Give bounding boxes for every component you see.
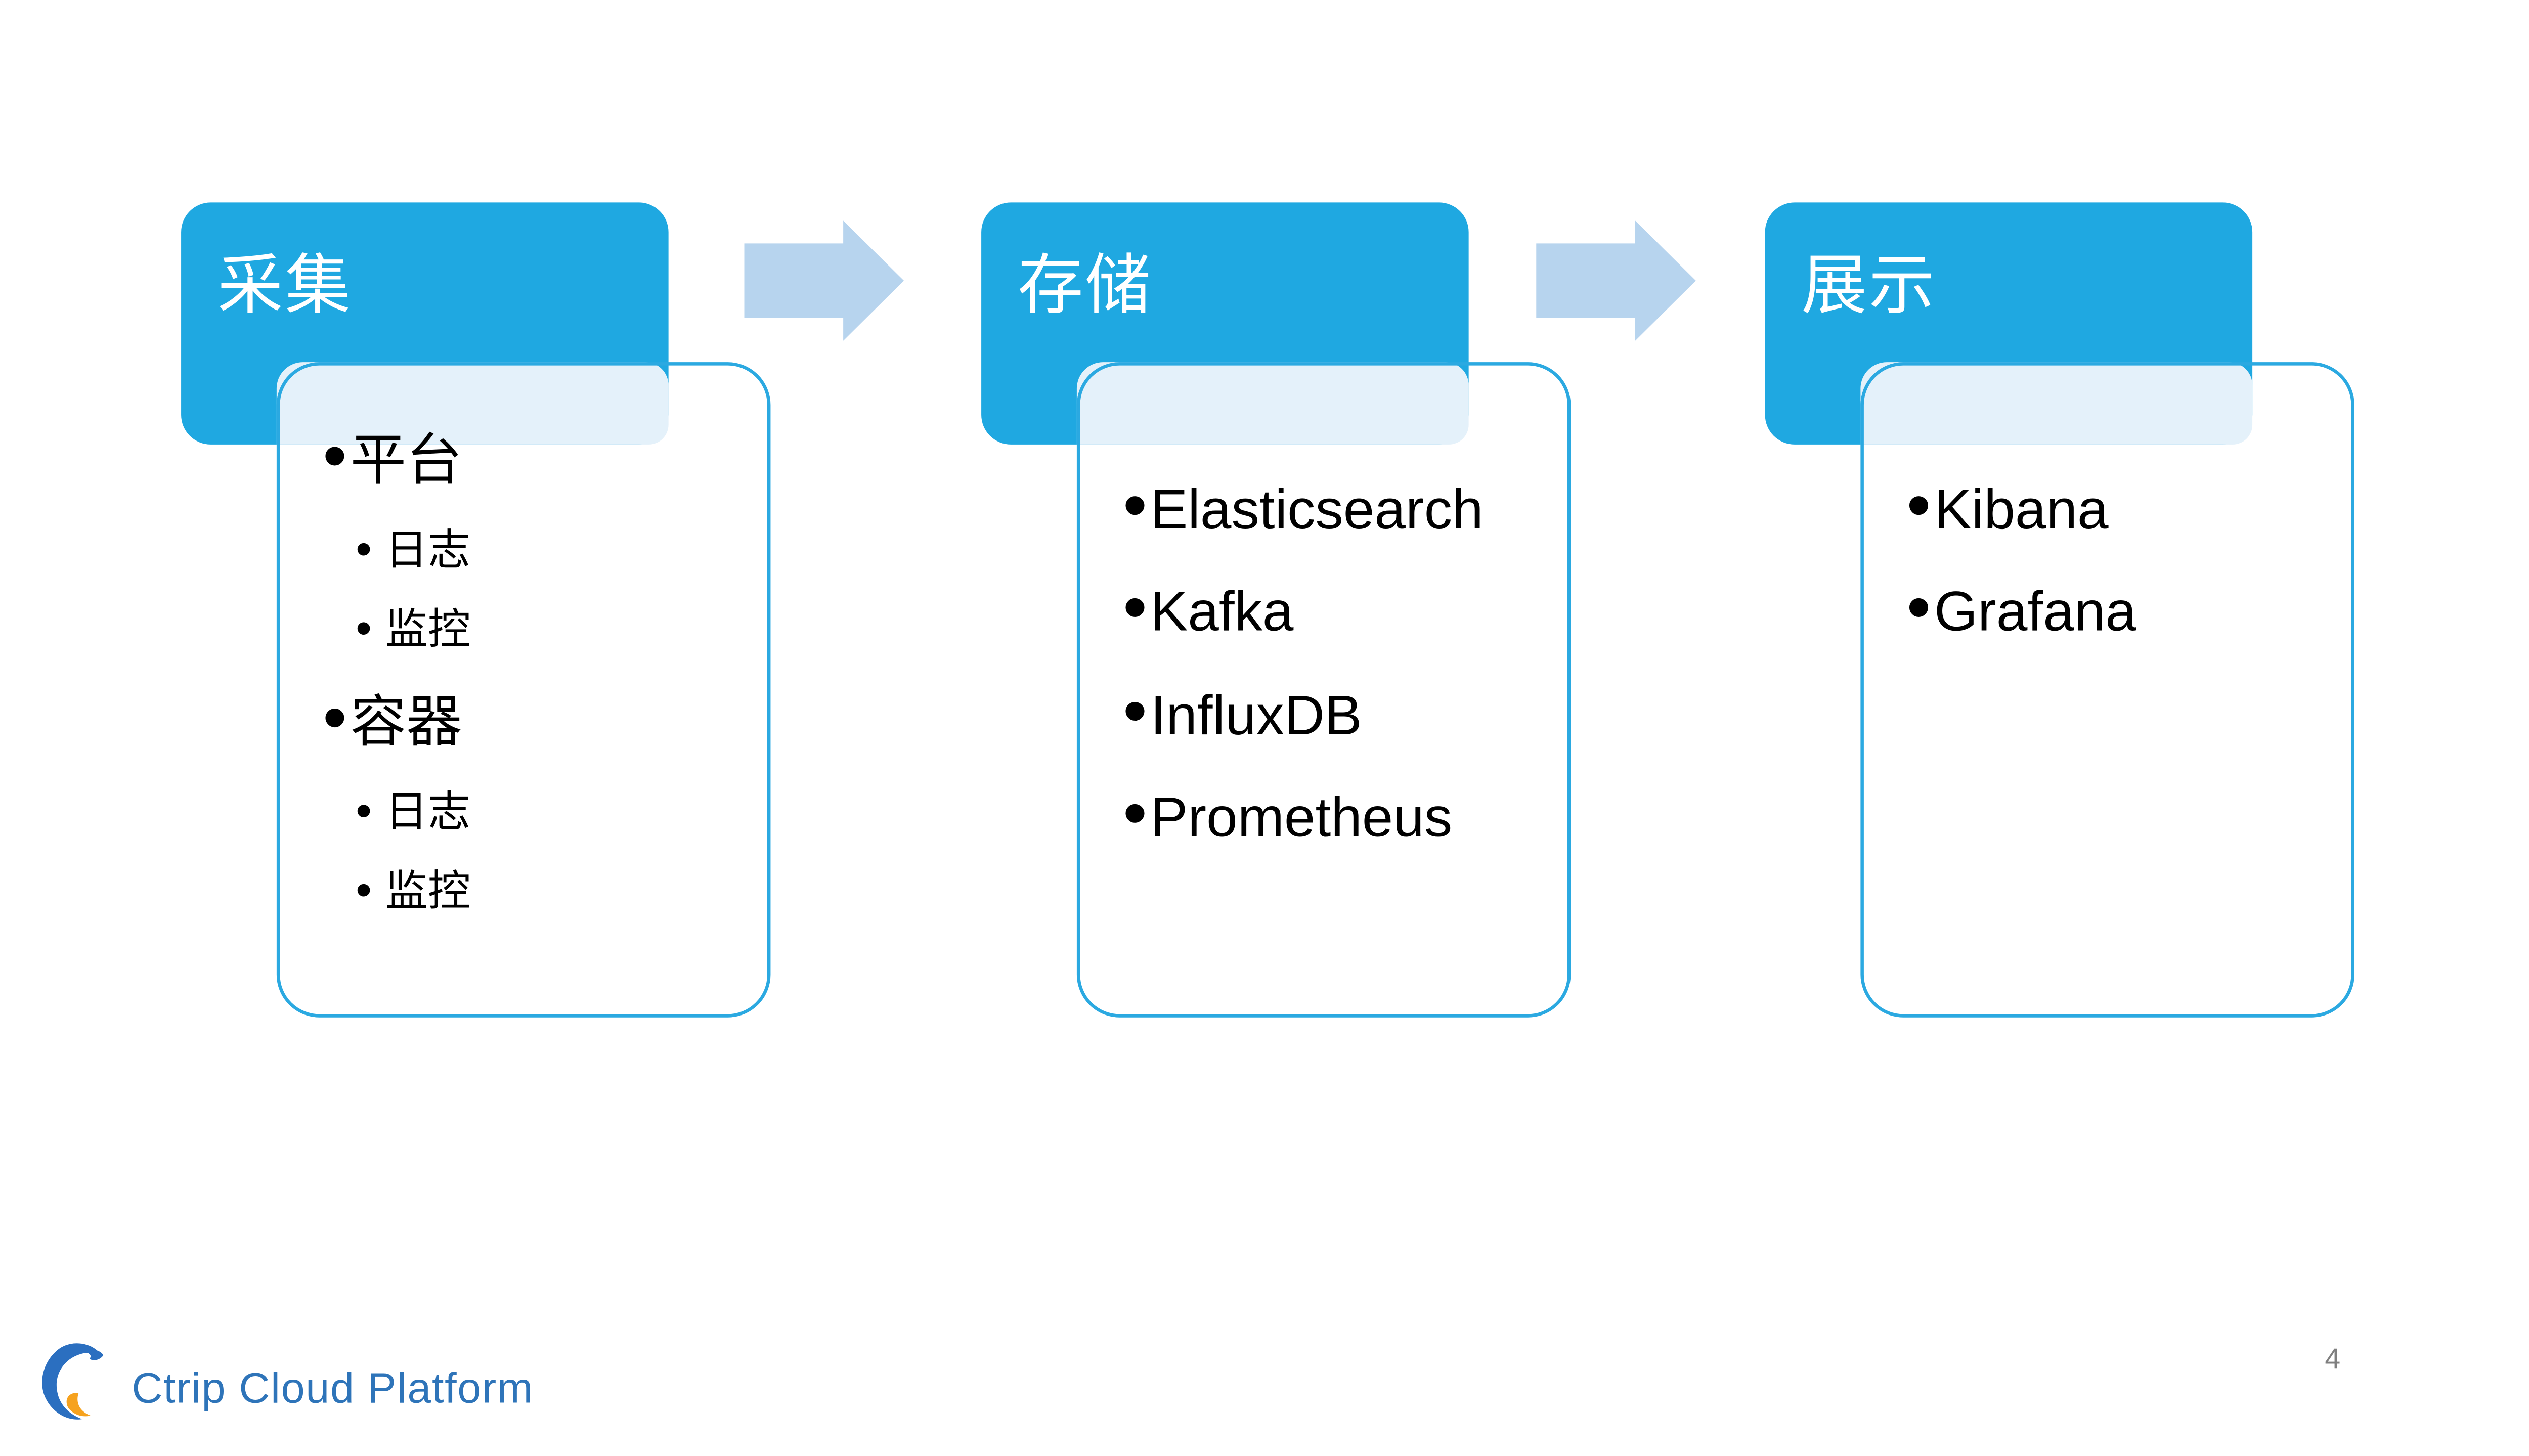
list-item: • 日志 xyxy=(356,526,754,578)
stage-collect: 采集 •平台 •日志 •监控 •容器 •日志 •监控 xyxy=(181,202,771,1018)
list-item: • 监控 xyxy=(356,866,754,918)
list-item: •Grafana xyxy=(1907,573,2338,648)
flow-right-arrow-icon xyxy=(744,220,904,341)
list-item-label: 监控 xyxy=(385,604,471,654)
stage-display: 展示 •Kibana •Grafana xyxy=(1765,202,2354,1018)
list-item: •InfluxDB xyxy=(1123,671,1554,752)
bullet-icon: • xyxy=(1123,774,1147,852)
stage-header: 采集 xyxy=(181,202,669,445)
stage-title: 存储 xyxy=(1017,250,1153,323)
stage-header: 存储 xyxy=(981,202,1469,445)
list-item-label: Kibana xyxy=(1934,479,2109,542)
stage-header-tint-band xyxy=(1860,362,2253,445)
bullet-icon: • xyxy=(1123,568,1147,646)
list-item: •容器 xyxy=(323,678,754,758)
list-item: • 监控 xyxy=(356,604,754,656)
list-item: •Kafka xyxy=(1123,573,1554,648)
list-item-label: InfluxDB xyxy=(1150,684,1362,747)
list-item-label: Kafka xyxy=(1150,582,1294,645)
list-item-label: 日志 xyxy=(385,787,471,837)
stage-header-tint-band xyxy=(276,362,669,445)
list-item-label: Prometheus xyxy=(1150,787,1453,851)
list-item-label: 平台 xyxy=(350,429,462,493)
bullet-icon: • xyxy=(323,416,347,494)
bullet-icon: • xyxy=(356,603,372,654)
bullet-icon: • xyxy=(1123,671,1147,749)
flow-right-arrow-icon xyxy=(1536,220,1696,341)
bullet-icon: • xyxy=(1906,466,1931,544)
list-item: •Kibana xyxy=(1906,466,2338,546)
stage-header: 展示 xyxy=(1765,202,2253,445)
bullet-icon: • xyxy=(1906,568,1931,646)
list-item: • 日志 xyxy=(356,787,754,840)
brand-name: Ctrip Cloud Platform xyxy=(132,1363,534,1413)
bullet-icon: • xyxy=(356,524,372,576)
list-item: •Prometheus xyxy=(1123,774,1554,854)
stage-body: •Elasticsearch •Kafka •InfluxDB •Prometh… xyxy=(1076,362,1571,1018)
stage-title: 展示 xyxy=(1801,250,1937,323)
list-item: •Elasticsearch xyxy=(1123,466,1554,546)
bullet-icon: • xyxy=(323,678,347,756)
stage-store: 存储 •Elasticsearch •Kafka •InfluxDB •Prom… xyxy=(981,202,1571,1018)
page-number: 4 xyxy=(2325,1343,2341,1375)
stage-body: •平台 •日志 •监控 •容器 •日志 •监控 xyxy=(276,362,771,1018)
slide-canvas: 采集 •平台 •日志 •监控 •容器 •日志 •监控 存储 •Elasticse… xyxy=(42,202,2354,1420)
stage-body: •Kibana •Grafana xyxy=(1860,362,2354,1018)
list-item-label: Elasticsearch xyxy=(1150,479,1484,542)
bullet-icon: • xyxy=(356,785,372,837)
list-item-label: Grafana xyxy=(1934,582,2136,645)
bullet-icon: • xyxy=(356,864,372,916)
list-item-label: 日志 xyxy=(385,525,471,576)
list-item-label: 监控 xyxy=(385,866,471,916)
stage-title: 采集 xyxy=(217,250,353,323)
list-item-label: 容器 xyxy=(350,691,462,754)
ctrip-dolphin-logo xyxy=(42,1343,104,1420)
list-item: •平台 xyxy=(323,421,754,496)
bullet-icon: • xyxy=(1123,466,1147,544)
stage-header-tint-band xyxy=(1076,362,1469,445)
